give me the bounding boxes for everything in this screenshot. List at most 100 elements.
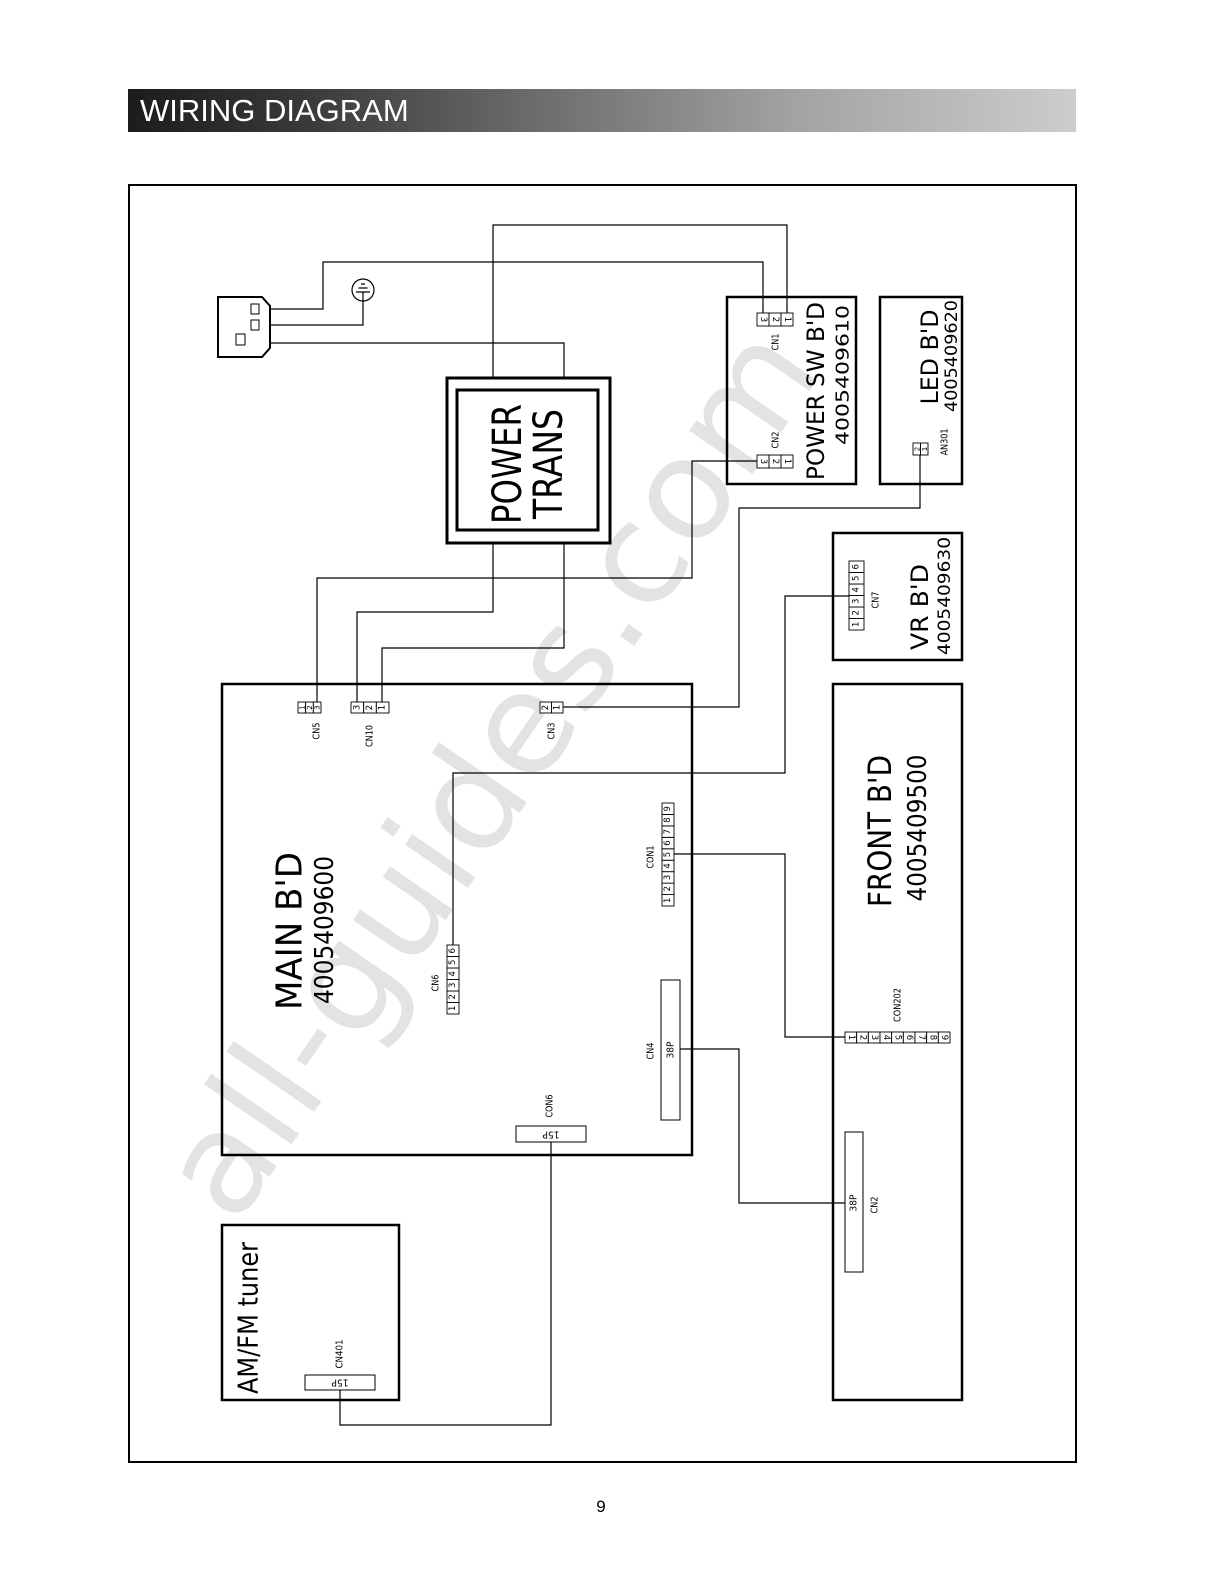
- page-number: 9: [596, 1497, 606, 1516]
- main-board-name: MAIN B'D: [270, 852, 311, 1010]
- pin-number: 1: [552, 705, 562, 710]
- pin-number: 2: [663, 886, 673, 891]
- pin-number: 6: [904, 1035, 914, 1040]
- led-board-name: LED B'D: [916, 310, 944, 405]
- pin-number: 1: [297, 705, 306, 710]
- connector-tuner-cn401-size: 15P: [332, 1377, 349, 1388]
- pin-cell: [937, 1031, 951, 1044]
- pin-number: 5: [663, 852, 673, 857]
- power-transformer-label-line1: POWER: [485, 404, 531, 524]
- pin-number: 4: [448, 971, 458, 976]
- pin-number: 6: [448, 948, 458, 953]
- pin-number: 8: [663, 817, 673, 822]
- pin-cell: [446, 944, 460, 957]
- connector-label-main-con6: CON6: [545, 1095, 556, 1118]
- pin-number: 8: [928, 1035, 938, 1040]
- connector-main-cn4: [660, 979, 681, 1121]
- pin-number: 2: [858, 1035, 868, 1040]
- power-sw-board: [725, 295, 858, 486]
- pin-number: 3: [448, 983, 458, 988]
- ac-inlet-pin: [250, 303, 260, 315]
- connector-tuner-cn401: [304, 1374, 376, 1391]
- pin-cell: [375, 701, 390, 714]
- pin-number: 1: [448, 1006, 458, 1011]
- pin-number: 1: [782, 459, 792, 464]
- pin-number: 5: [852, 576, 862, 581]
- connector-label-main-cn10: CN10: [365, 725, 376, 747]
- section-header: WIRING DIAGRAM: [128, 89, 1076, 132]
- connector-main-con6-size: 15P: [543, 1129, 560, 1140]
- vr-board-part-number: 4005409630: [935, 537, 955, 655]
- diagram-frame: [128, 184, 1077, 1463]
- pin-number: 4: [663, 863, 673, 868]
- tuner-board: [220, 1223, 401, 1402]
- connector-label-main-con1: CON1: [646, 846, 657, 869]
- power-transformer-outer: [445, 376, 612, 545]
- pin-number: 1: [663, 898, 673, 903]
- pin-number: 1: [846, 1035, 856, 1040]
- connector-front-cn2-size: 38P: [849, 1195, 860, 1212]
- led-board: [878, 295, 964, 486]
- pin-cell: [312, 701, 322, 714]
- connector-label-vr-cn7: CN7: [871, 592, 882, 609]
- pin-number: 2: [541, 705, 551, 710]
- connector-label-main-cn6: CN6: [431, 975, 442, 992]
- pin-cell: [780, 454, 794, 469]
- connector-led-an301: 21: [912, 442, 929, 456]
- pin-number: 2: [448, 994, 458, 999]
- connector-main-cn5: 123: [297, 701, 322, 714]
- pin-number: 3: [352, 705, 362, 710]
- pin-cell: [848, 560, 865, 573]
- wires: [270, 224, 921, 1426]
- pin-number: 9: [663, 806, 673, 811]
- pin-cell: [661, 802, 675, 815]
- ground-icon: [351, 278, 375, 302]
- power-transformer-label-line2: TRANS: [526, 409, 572, 520]
- pin-number: 2: [365, 705, 375, 710]
- power-sw-board-part-number: 4005409610: [833, 305, 854, 445]
- pin-number: 3: [852, 599, 862, 604]
- pin-number: 2: [305, 705, 314, 710]
- pin-number: 3: [758, 317, 768, 322]
- pin-number: 1: [920, 447, 929, 452]
- connector-main-cn4-size: 38P: [666, 1042, 677, 1059]
- connector-label-main-cn3: CN3: [547, 723, 558, 740]
- wire-main-cn4-to-front-cn2: [680, 1048, 845, 1204]
- pin-number: 4: [881, 1035, 891, 1040]
- wire-main-con1-to-front-con202: [674, 853, 845, 1038]
- connector-label-front-cn2: CN2: [870, 1197, 881, 1214]
- ac-inlet-pin: [235, 333, 246, 346]
- pin-cell: [920, 442, 929, 456]
- pin-number: 2: [912, 447, 921, 452]
- main-board: [220, 682, 694, 1157]
- pin-number: 4: [852, 587, 862, 592]
- ac-inlet-pin: [250, 319, 260, 331]
- connector-label-power-sw-cn1: CN1: [771, 334, 782, 351]
- wire-main-cn3-to-led-an301: [563, 455, 921, 708]
- main-board-part-number: 4005409600: [310, 856, 340, 1004]
- wire-ac-inlet-to-ground: [270, 301, 364, 326]
- wire-main-cn6-to-vr-cn7: [452, 595, 849, 945]
- led-board-part-number: 4005409620: [942, 300, 962, 412]
- front-board-part-number: 4005409500: [903, 755, 933, 902]
- pin-number: 9: [939, 1035, 949, 1040]
- pin-number: 2: [770, 317, 780, 322]
- ground-symbol-bars: [356, 283, 370, 301]
- wire-main-cn5-to-power-sw-cn2: [316, 460, 757, 702]
- wire-power-trans-to-power-sw-cn1: [492, 224, 788, 378]
- wire-ac-inlet-to-power-sw-cn1: [270, 261, 764, 313]
- pin-number: 3: [313, 705, 322, 710]
- pin-number: 5: [893, 1035, 903, 1040]
- front-board: [831, 682, 964, 1402]
- ac-inlet: [217, 296, 271, 358]
- connector-label-front-con202: CON202: [893, 988, 904, 1022]
- pin-number: 3: [869, 1035, 879, 1040]
